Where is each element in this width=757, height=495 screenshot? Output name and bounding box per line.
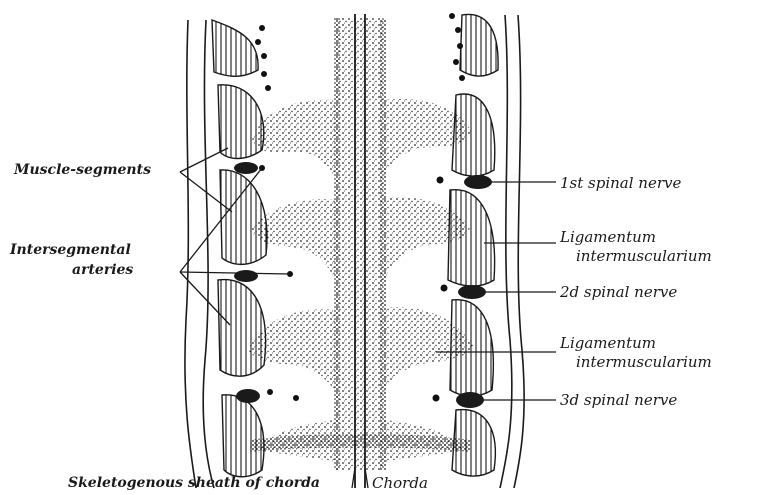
label-chorda: Chorda — [372, 475, 428, 492]
muscle-segments-left — [212, 20, 267, 477]
label-intersegmental-line1: Intersegmental — [10, 242, 131, 259]
label-second-spinal-nerve: 2d spinal nerve — [560, 284, 677, 301]
label-muscle-segments: Muscle-segments — [14, 162, 151, 179]
label-ligamentum-2-line1: Ligamentum — [560, 335, 656, 352]
label-first-spinal-nerve: 1st spinal nerve — [560, 175, 681, 192]
skeletogenous-sheath — [248, 18, 474, 470]
label-ligamentum-1-line1: Ligamentum — [560, 229, 656, 246]
label-skeletogenous-sheath: Skeletogenous sheath of chorda — [68, 475, 320, 492]
label-third-spinal-nerve: 3d spinal nerve — [560, 392, 677, 409]
body-wall-left — [185, 20, 214, 488]
label-intersegmental-line2: arteries — [72, 262, 133, 279]
body-wall-right — [500, 15, 524, 488]
label-ligamentum-1-line2: intermuscularium — [576, 248, 712, 265]
label-ligamentum-2-line2: intermuscularium — [576, 354, 712, 371]
